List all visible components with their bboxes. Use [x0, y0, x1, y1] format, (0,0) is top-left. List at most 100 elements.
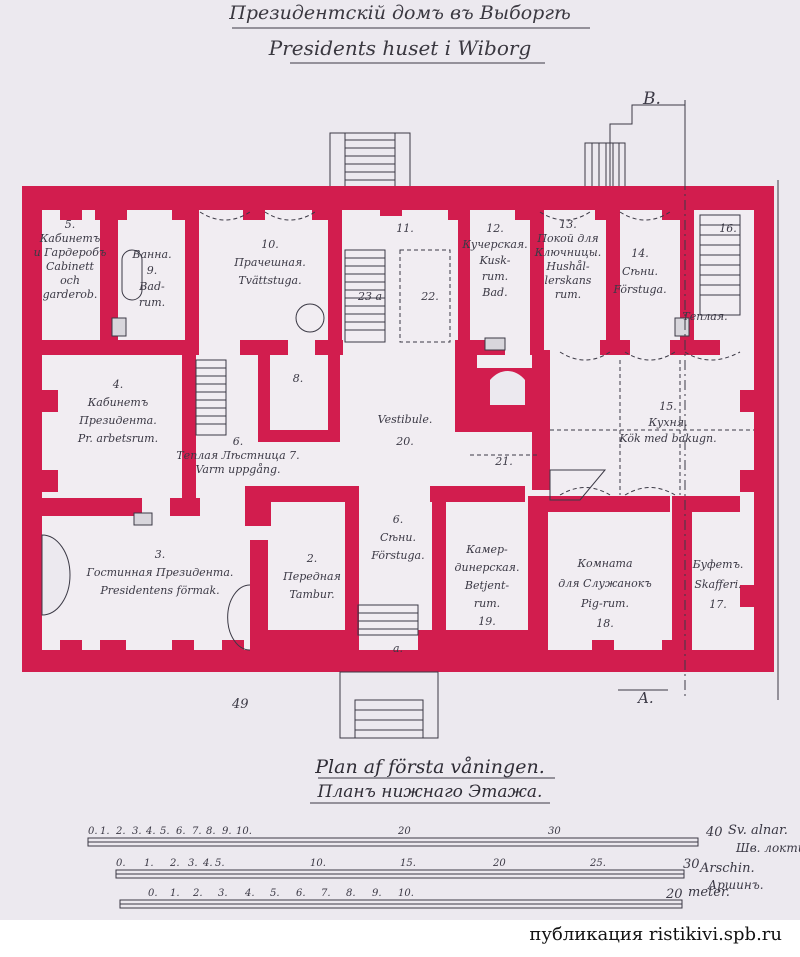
room-label: 2. [306, 552, 318, 565]
scale-tick-label: 0. [148, 888, 158, 899]
room-label: Presidentens förmak. [99, 584, 219, 597]
scale-tick-label: 20 [397, 826, 411, 837]
room-label: Кухня. [647, 416, 687, 429]
room-label: rum. [555, 288, 581, 301]
title-russian: Президентскій домъ въ Выборгѣ [229, 2, 571, 24]
scale-tick-label: 4. [145, 826, 156, 837]
room-label: Гостинная Президента. [86, 566, 234, 579]
room-label: Hushål- [545, 260, 589, 273]
room-label: Tambur. [289, 588, 334, 601]
title-swedish: Presidents huset i Wiborg [268, 36, 532, 60]
scale-tick-label: 6. [296, 888, 306, 899]
room-label: Pr. arbetsrum. [77, 432, 158, 445]
building-floor [22, 186, 774, 671]
scale-tick-label: 5. [160, 826, 170, 837]
room-label: Прачешная. [233, 256, 306, 269]
caption-swedish: Plan af första våningen. [315, 756, 545, 778]
scale-unit: Sv. alnar. [728, 823, 788, 838]
scale-tick-label: 3. [132, 826, 142, 837]
room-label: Kök med bakugn. [618, 432, 716, 445]
room-label: Tvättstuga. [238, 274, 301, 287]
scale-end-label: 20 [665, 887, 683, 902]
room-label: 6. [393, 513, 404, 526]
room-label: Кучерская. [461, 238, 527, 251]
scale-tick-label: 8. [346, 888, 356, 899]
room-label: 21. [494, 455, 513, 468]
scale-tick-label: 1. [100, 826, 110, 837]
room-label: garderob. [43, 288, 98, 301]
room-label: Bad- [138, 280, 165, 293]
room-label: Камер- [465, 543, 508, 556]
scale-bars [87, 837, 699, 909]
scale-tick-label: 1. [144, 858, 154, 869]
room-label: Президента. [78, 414, 156, 427]
scale-tick-label: 25. [589, 858, 606, 869]
room-label: och [60, 274, 80, 287]
floor-plan: B. [22, 27, 800, 909]
scale-tick-label: 30 [548, 826, 561, 837]
room-label: Förstuga. [612, 283, 666, 296]
room-label: динерская. [455, 561, 520, 574]
scale-unit-russian: Аршинъ. [707, 878, 764, 892]
room-label: Теплая Лѣстница 7. [176, 449, 299, 462]
room-label: Skafferi. [694, 578, 741, 591]
room-label: 6. [233, 435, 244, 448]
scale-tick-label: 9. [222, 826, 232, 837]
scale-tick-label: 3. [218, 888, 228, 899]
scale-end-label: 40 [705, 825, 723, 840]
room-label: Передная [282, 570, 341, 583]
scale-tick-label: 8. [206, 826, 216, 837]
scale-tick-label: 2. [192, 888, 203, 899]
room-label: 10. [261, 238, 279, 251]
scale-tick-label: 7. [192, 826, 202, 837]
room-label: 17. [709, 598, 727, 611]
scale-tick-label: 10. [310, 858, 326, 869]
axis-mark-b: B. [642, 89, 661, 109]
folio-number: 49 [231, 697, 249, 712]
room-label: Betjent- [464, 579, 509, 592]
room-label: 12. [486, 222, 504, 235]
room-label: 18. [596, 617, 614, 630]
room-label: 14. [631, 247, 649, 260]
scale-tick-label: 10. [398, 888, 414, 899]
publication-credit: публикация ristikivi.spb.ru [529, 924, 782, 945]
room-label: для Служанокъ [558, 577, 651, 590]
room-label: Теплая. [682, 310, 727, 323]
scale-tick-label: 10. [236, 826, 252, 837]
room-label: rum. [474, 597, 500, 610]
room-label: 9. [147, 264, 158, 277]
room-label: 16. [719, 222, 737, 235]
room-label: 4. [112, 378, 124, 391]
room-label: rum. [139, 296, 165, 309]
room-label: Varm uppgång. [195, 463, 280, 476]
room-label: 19. [478, 615, 496, 628]
scale-unit-russian: Шв. локти. [735, 841, 800, 855]
room-label: Сѣни. [622, 265, 658, 278]
scale-tick-label: 7. [321, 888, 331, 899]
drawing-sheet: Президентскій домъ въ Выборгѣ Presidents… [0, 0, 800, 920]
room-label: Кабинетъ [39, 232, 100, 245]
room-label: Vestibule. [378, 413, 433, 426]
room-label: Förstuga. [370, 549, 424, 562]
room-label: Cabinett [46, 260, 95, 273]
room-label: rum. [482, 270, 508, 283]
room-label: 13. [559, 218, 577, 231]
caption-russian: Планъ нижнаго Этажа. [317, 782, 543, 802]
scale-tick-label: 1. [170, 888, 180, 899]
scale-tick-label: 3. [188, 858, 198, 869]
room-label: и Гардеробъ [34, 246, 107, 259]
scale-tick-label: 20 [492, 858, 506, 869]
room-label: 22. [420, 290, 439, 303]
room-label: Ключницы. [534, 246, 602, 259]
room-label: Bad. [481, 286, 507, 299]
room-label: Pig-rum. [580, 597, 629, 610]
scale-tick-label: 15. [400, 858, 416, 869]
interior-details [111, 100, 779, 804]
scale-tick-label: 5. [270, 888, 280, 899]
room-label: lerskans [545, 274, 592, 287]
axis-mark-a: A. [636, 689, 654, 707]
room-label: a. [393, 642, 403, 655]
room-label: 8. [293, 372, 304, 385]
